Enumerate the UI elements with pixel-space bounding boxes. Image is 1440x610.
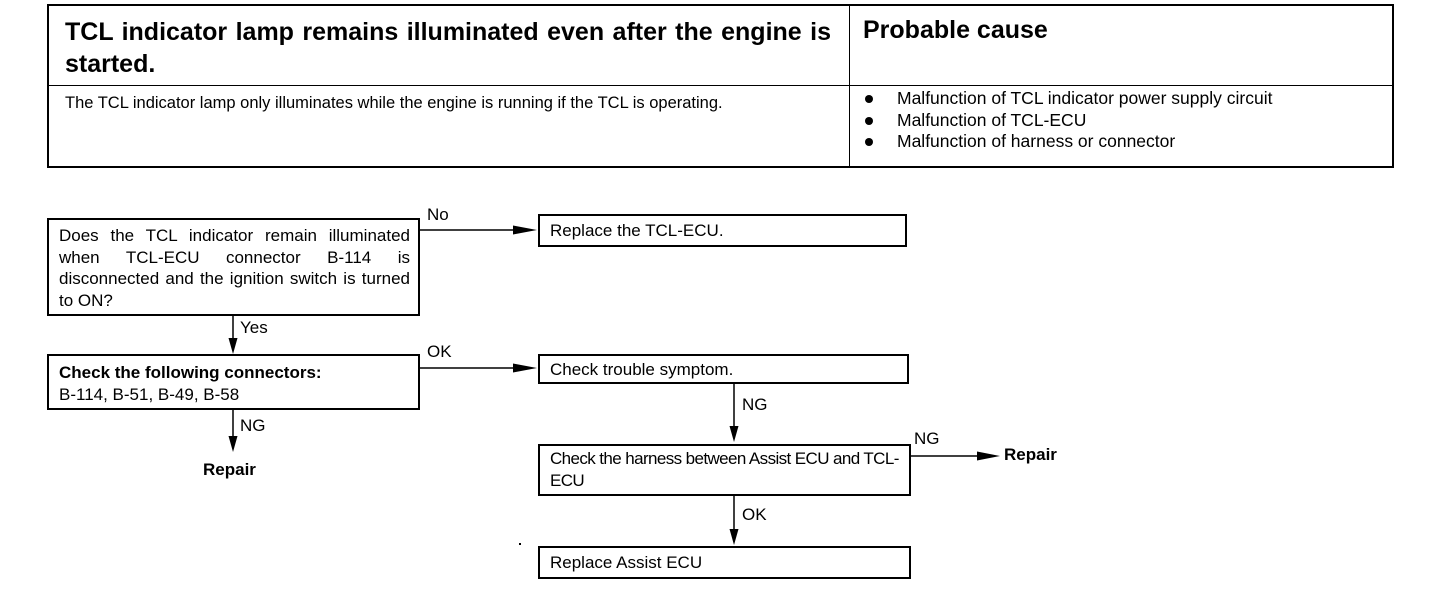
branch-label-no: No bbox=[427, 205, 449, 224]
branch-label-ng: NG bbox=[914, 429, 940, 448]
branch-label-ok: OK bbox=[427, 342, 452, 361]
bullet-icon bbox=[865, 138, 873, 146]
cause-item: Malfunction of TCL indicator power suppl… bbox=[861, 88, 1272, 110]
repair-label-right: Repair bbox=[1004, 445, 1057, 464]
branch-label-ok: OK bbox=[742, 505, 767, 524]
action-text: Replace the TCL-ECU. bbox=[550, 221, 724, 240]
check-text: Check the harness between Assist ECU and… bbox=[550, 449, 899, 490]
probable-cause-list: Malfunction of TCL indicator power suppl… bbox=[861, 88, 1272, 153]
table-column-divider bbox=[849, 6, 850, 166]
question-text: Does the TCL indicator remain illuminate… bbox=[59, 226, 410, 310]
action-text: Replace Assist ECU bbox=[550, 553, 703, 572]
arrowhead-connectors-ng bbox=[228, 436, 238, 452]
symptom-comment: The TCL indicator lamp only illuminates … bbox=[65, 94, 723, 112]
branch-label-ng: NG bbox=[240, 416, 266, 435]
repair-label-left: Repair bbox=[203, 460, 256, 479]
scan-speck bbox=[519, 543, 521, 545]
action-box-replace-assist-ecu: Replace Assist ECU bbox=[538, 546, 911, 579]
check-box-harness: Check the harness between Assist ECU and… bbox=[538, 444, 911, 496]
arrowhead-symptom-ng bbox=[729, 426, 739, 442]
arrowhead-harness-ng bbox=[977, 451, 1000, 461]
arrowhead-harness-ok bbox=[729, 529, 739, 545]
table-row-divider bbox=[49, 85, 1392, 86]
arrowhead-q1-yes bbox=[228, 338, 238, 354]
symptom-title: TCL indicator lamp remains illuminated e… bbox=[65, 18, 831, 78]
cause-item: Malfunction of harness or connector bbox=[861, 131, 1272, 153]
check-connectors-title: Check the following connectors: bbox=[59, 363, 322, 382]
cause-item-text: Malfunction of TCL indicator power suppl… bbox=[897, 88, 1273, 108]
branch-label-yes: Yes bbox=[240, 318, 268, 337]
connector-list: B-114, B-51, B-49, B-58 bbox=[59, 384, 240, 404]
arrowhead-q1-no bbox=[513, 225, 537, 235]
cause-item-text: Malfunction of TCL-ECU bbox=[897, 109, 1087, 130]
check-text: Check trouble symptom. bbox=[550, 360, 734, 379]
question-box-tcl-indicator: Does the TCL indicator remain illuminate… bbox=[47, 218, 420, 316]
cause-item-text: Malfunction of harness or connector bbox=[897, 131, 1176, 151]
bullet-icon bbox=[865, 95, 873, 103]
cause-item: Malfunction of TCL-ECU bbox=[861, 110, 1272, 132]
check-box-connectors: Check the following connectors: B-114, B… bbox=[47, 354, 420, 410]
action-box-replace-tcl-ecu: Replace the TCL-ECU. bbox=[538, 214, 907, 247]
probable-cause-header: Probable cause bbox=[863, 16, 1048, 44]
symptom-table: TCL indicator lamp remains illuminated e… bbox=[47, 4, 1394, 168]
arrowhead-connectors-ok bbox=[513, 363, 537, 373]
check-box-trouble-symptom: Check trouble symptom. bbox=[538, 354, 909, 384]
branch-label-ng: NG bbox=[742, 395, 768, 414]
bullet-icon bbox=[865, 116, 873, 125]
